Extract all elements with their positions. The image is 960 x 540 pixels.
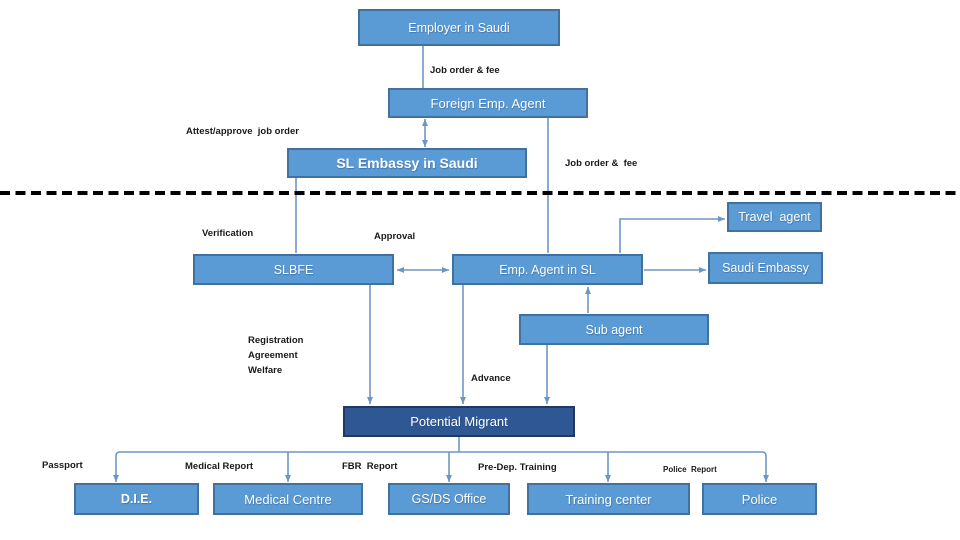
node-medical-centre[interactable]: Medical Centre xyxy=(213,483,363,515)
edge-label-fbr-report: FBR Report xyxy=(342,461,398,472)
node-die[interactable]: D.I.E. xyxy=(74,483,199,515)
node-sub-agent[interactable]: Sub agent xyxy=(519,314,709,345)
edge-label-police-report: Police Report xyxy=(663,465,717,474)
node-travel-agent[interactable]: Travel agent xyxy=(727,202,822,232)
node-employer-in-saudi[interactable]: Employer in Saudi xyxy=(358,9,560,46)
edge-label-medical-report: Medical Report xyxy=(185,461,254,472)
node-emp-agent-in-sl[interactable]: Emp. Agent in SL xyxy=(452,254,643,285)
edge-label-attest-approve-job-order: Attest/approve job order xyxy=(186,126,299,137)
edge-label-verification: Verification xyxy=(202,228,254,239)
edge-label-pre-dep-training: Pre-Dep. Training xyxy=(478,462,557,473)
edge-label-job-order-fee-top: Job order & fee xyxy=(430,65,500,76)
node-sl-embassy-in-saudi[interactable]: SL Embassy in Saudi xyxy=(287,148,527,178)
edge-label-agreement: Agreement xyxy=(248,350,298,361)
connector-distribution-rail xyxy=(113,451,769,482)
edge-label-passport: Passport xyxy=(42,460,83,471)
node-saudi-embassy[interactable]: Saudi Embassy xyxy=(708,252,823,284)
node-foreign-emp-agent[interactable]: Foreign Emp. Agent xyxy=(388,88,588,118)
edge-label-job-order-fee-right: Job order & fee xyxy=(565,158,638,169)
node-potential-migrant[interactable]: Potential Migrant xyxy=(343,406,575,437)
node-training-center[interactable]: Training center xyxy=(527,483,690,515)
node-police[interactable]: Police xyxy=(702,483,817,515)
node-gsds-office[interactable]: GS/DS Office xyxy=(388,483,510,515)
edge-label-advance: Advance xyxy=(471,373,511,384)
node-slbfe[interactable]: SLBFE xyxy=(193,254,394,285)
edge-label-registration: Registration xyxy=(248,335,304,346)
connector-emp-agent-to-travel-agent xyxy=(619,216,725,253)
edge-label-welfare: Welfare xyxy=(248,365,283,376)
edge-label-approval: Approval xyxy=(374,231,416,242)
